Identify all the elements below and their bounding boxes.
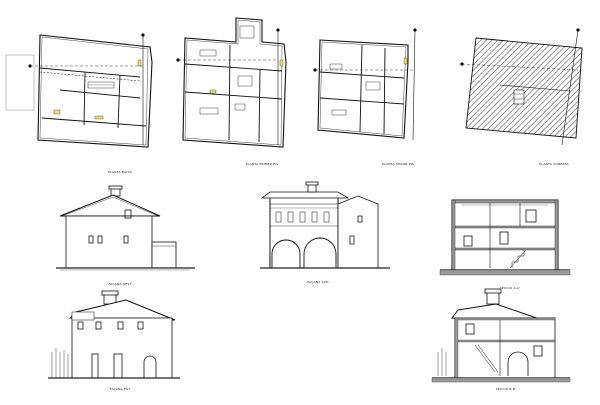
caption-plan-second: PLANTA SEGON PIS	[382, 162, 414, 166]
caption-plan-roof: PLANTA COBERTA	[539, 162, 569, 166]
section-b-b	[431, 288, 571, 383]
section-a-a	[439, 199, 571, 276]
caption-section-a: SECCIÓ A-A'	[499, 286, 521, 290]
caption-elevation-east: FAÇANA EST	[109, 387, 131, 391]
west-facade-elevation	[56, 185, 195, 271]
caption-plan-first: PLANTA PRIMER PIS	[245, 162, 279, 166]
caption-plan-ground: PLANTA BAIXA	[108, 170, 132, 174]
south-facade-elevation	[260, 181, 390, 269]
caption-section-b: SECCIÓ B-B'	[495, 387, 517, 391]
first-floor-plan	[176, 17, 287, 148]
caption-elevation-west: FAÇANA OEST	[108, 282, 132, 286]
caption-elevation-south: FAÇANA SUD	[307, 280, 329, 284]
east-facade-elevation	[48, 290, 180, 379]
roof-plan	[460, 28, 583, 146]
ground-floor-plan	[5, 33, 153, 148]
second-floor-plan	[313, 28, 417, 141]
